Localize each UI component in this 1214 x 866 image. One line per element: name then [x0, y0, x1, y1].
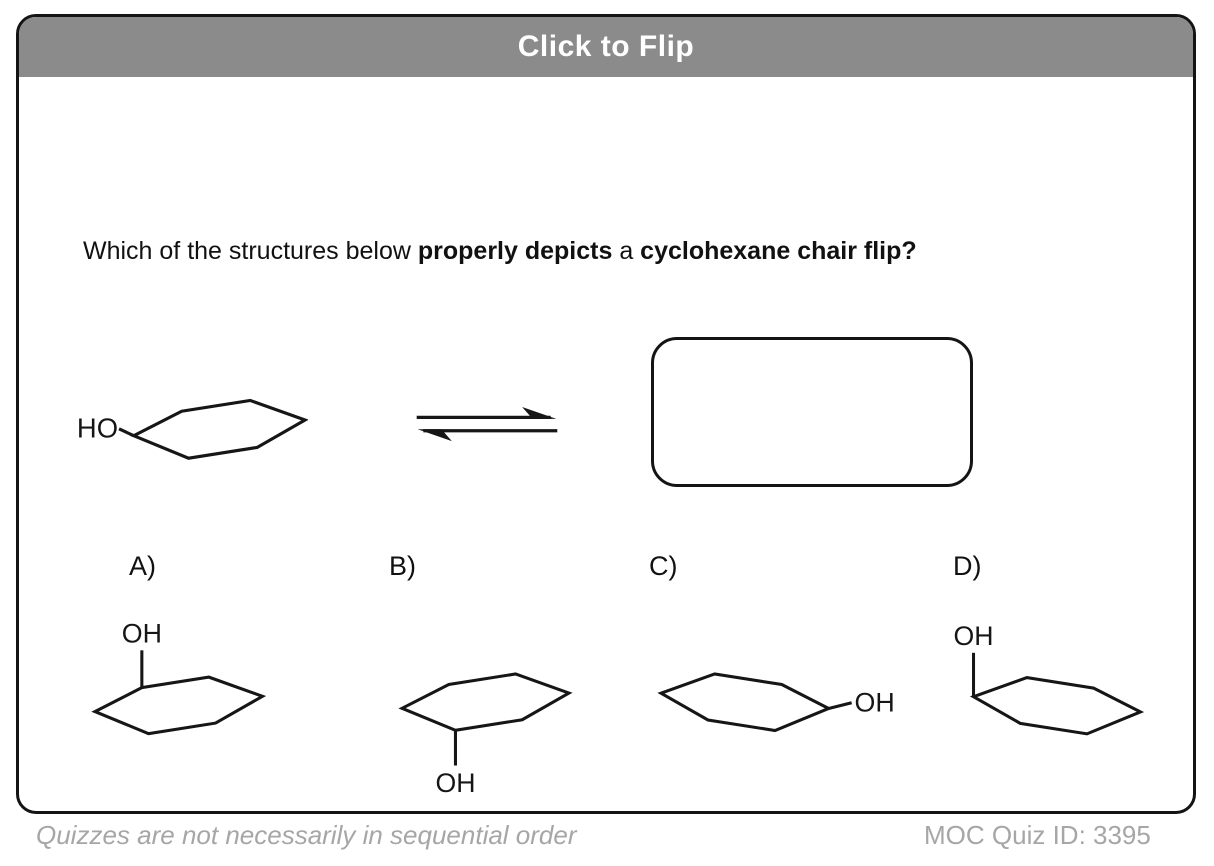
- option-a-structure: OH: [91, 619, 267, 736]
- question-bold-1: properly depicts: [417, 237, 613, 265]
- quiz-id: MOC Quiz ID: 3395: [924, 820, 1151, 850]
- question-part-1: Which of the structures below: [83, 237, 418, 265]
- option-label-a: A): [129, 551, 156, 581]
- option-b-structure: OH: [398, 672, 573, 798]
- flip-header-label: Click to Flip: [517, 30, 695, 63]
- forward-arrow-head: [522, 406, 557, 419]
- bond-line: [828, 701, 853, 710]
- option-a-substituent-label: OH: [122, 619, 162, 649]
- reverse-arrow-head: [417, 429, 452, 442]
- question-part-2: a: [612, 237, 641, 265]
- reactant-substituent-label: HO: [77, 413, 118, 444]
- cyclohexane-chair: [91, 675, 267, 736]
- question-text: Which of the structures below properly d…: [83, 235, 917, 268]
- quiz-card[interactable]: Click to Flip Which of the structures be…: [16, 14, 1196, 814]
- flip-header[interactable]: Click to Flip: [19, 17, 1193, 77]
- option-d-substituent-label: OH: [953, 621, 993, 651]
- reactant-structure: HO: [77, 398, 308, 460]
- question-bold-2: cyclohexane chair flip?: [640, 237, 917, 265]
- option-label-d: D): [953, 551, 982, 581]
- equilibrium-arrows-icon: [416, 406, 558, 442]
- option-b-substituent-label: OH: [435, 768, 475, 798]
- option-d-structure: OH: [953, 621, 1145, 736]
- cyclohexane-chair: [129, 398, 308, 460]
- bond-line: [118, 427, 135, 438]
- cyclohexane-chair: [398, 672, 573, 732]
- option-label-b: B): [389, 551, 416, 581]
- option-c-structure: OH: [657, 672, 895, 733]
- answer-box: [651, 337, 973, 487]
- option-c-substituent-label: OH: [855, 687, 895, 717]
- cyclohexane-chair: [657, 672, 833, 733]
- footer-note: Quizzes are not necessarily in sequentia…: [36, 820, 577, 850]
- option-label-c: C): [649, 551, 678, 581]
- cyclohexane-chair: [969, 676, 1145, 736]
